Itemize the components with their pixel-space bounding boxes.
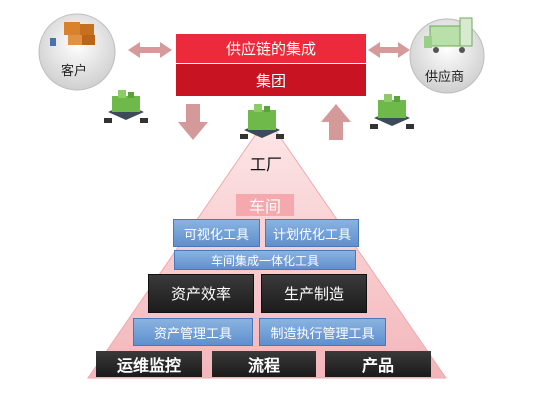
factory-icon-right [370,94,414,129]
supplier-label: 供应商 [425,70,465,85]
integration-tool-box: 车间集成一体化工具 [174,250,356,270]
asset-management-tool-box: 资产管理工具 [133,318,253,346]
boxes-icon [50,22,95,46]
manufacturing-box: 生产制造 [261,274,367,313]
ops-monitoring-box: 运维监控 [96,351,202,377]
up-arrow [321,104,351,140]
mes-tool-box: 制造执行管理工具 [259,318,386,346]
truck-icon [424,17,473,53]
workshop-box: 车间 [236,194,294,216]
customer-label: 客户 [61,64,88,79]
customer-link-arrow [128,42,172,58]
customer-circle [38,13,116,91]
pyramid [87,117,447,379]
factory-label: 工厂 [249,155,282,174]
product-box: 产品 [325,351,431,377]
factory-icon-center [240,104,284,139]
down-arrow [178,104,208,140]
planning-tool-box: 计划优化工具 [265,219,359,247]
supply-chain-box: 供应链的集成 [176,34,366,63]
supplier-link-arrow [368,42,410,58]
visualization-tool-box: 可视化工具 [173,219,260,247]
factory-icon-left [104,90,148,123]
asset-efficiency-box: 资产效率 [148,274,254,313]
process-box: 流程 [212,351,316,377]
group-box: 集团 [176,63,366,96]
